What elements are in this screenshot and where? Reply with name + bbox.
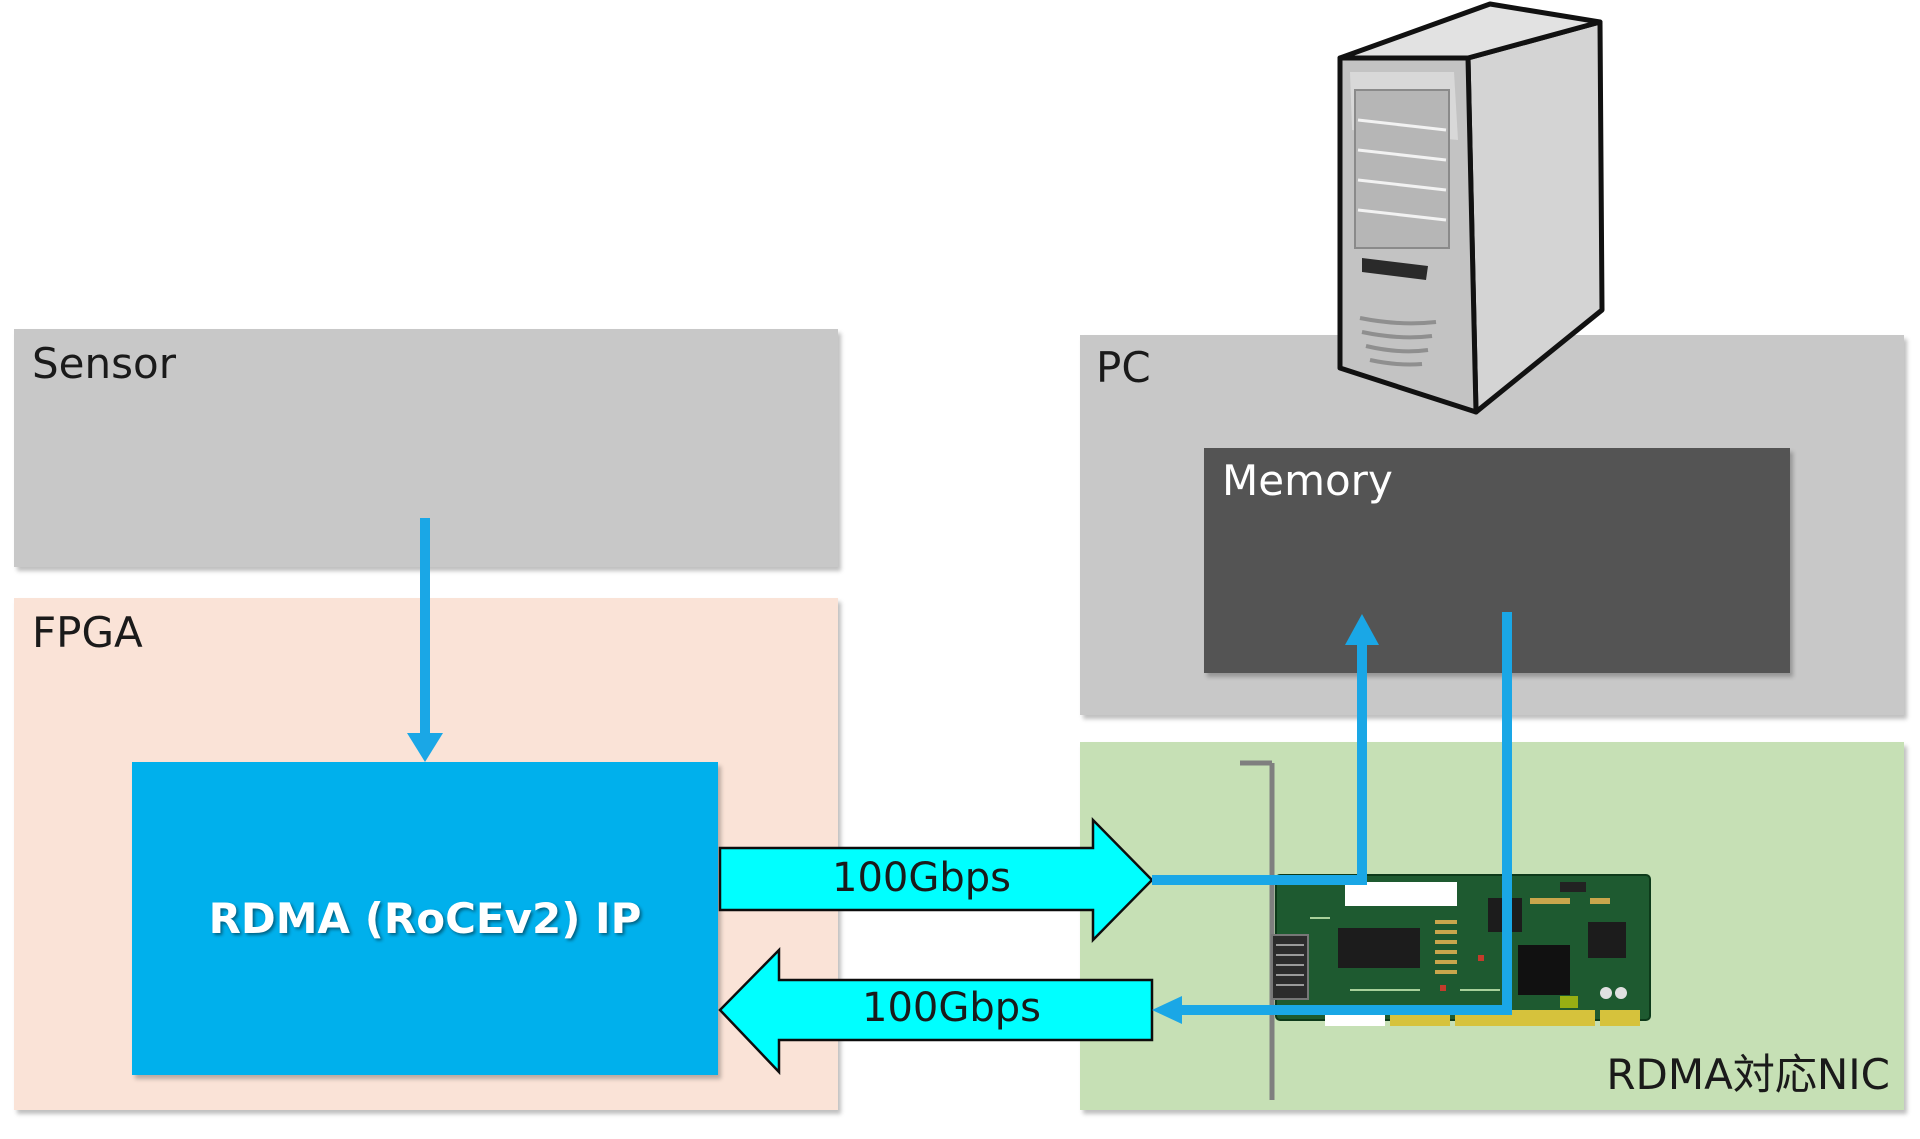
rdma-ip-label: RDMA (RoCEv2) IP [208, 894, 642, 943]
nic-label: RDMA対応NIC [1606, 1050, 1890, 1099]
rx-link-label: 100Gbps [862, 985, 1041, 1031]
tx-link-arrow [718, 816, 1154, 944]
rdma-ip-block: RDMA (RoCEv2) IP [132, 762, 718, 1075]
pc-label: PC [1096, 343, 1151, 392]
server-tower-icon [1337, 1, 1605, 415]
sensor-to-fpga-arrowhead [407, 733, 443, 762]
sensor-label: Sensor [32, 339, 176, 388]
fpga-label: FPGA [32, 608, 143, 657]
nic-to-memory-arrowhead [1345, 614, 1379, 645]
memory-block: Memory [1204, 448, 1790, 673]
network-card-icon [1271, 874, 1651, 1026]
memory-to-nic-arrowhead [1152, 996, 1182, 1024]
rx-link-arrow [718, 946, 1154, 1076]
nic-to-memory-connector [1152, 640, 1367, 885]
tx-link-label: 100Gbps [832, 855, 1011, 901]
memory-label: Memory [1222, 456, 1393, 505]
memory-to-nic-connector [1180, 612, 1512, 1015]
